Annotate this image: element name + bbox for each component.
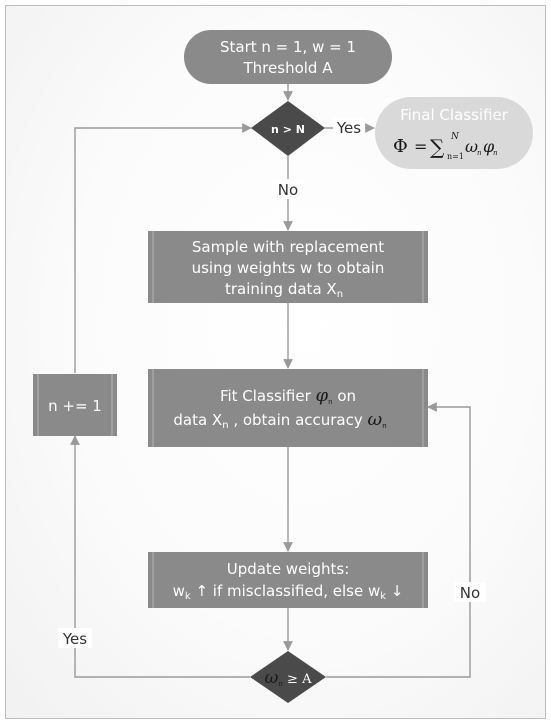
edge-increment-to-condition (74, 123, 252, 373)
formula-phi-sub: n (493, 149, 498, 157)
accuracy-omega: ω (265, 668, 279, 688)
formula-equals: = (414, 137, 427, 156)
update-line-2-d: ↓ (386, 582, 403, 600)
formula-omega: ω (465, 137, 478, 156)
fit-line-2-sub: n (222, 420, 228, 431)
condition-accuracy: ωn ≥ A (250, 651, 326, 703)
increment-node: n += 1 (33, 374, 117, 436)
update-line-2-c-sub: k (380, 591, 386, 602)
fit-omega-symbol: ω (368, 409, 383, 430)
sample-line-1: Sample with replacement (192, 238, 384, 256)
update-node: Update weights: wk ↑ if misclassified, e… (148, 552, 428, 608)
start-line-2: Threshold A (243, 59, 334, 77)
fit-line-1-suffix: on (333, 387, 356, 405)
final-classifier-node: Final Classifier Φ = ∑ N n=1 ω n φ n (375, 97, 533, 169)
formula-omega-sub: n (477, 149, 482, 157)
accuracy-rest: ≥ A (283, 672, 312, 687)
formula-sum-upper: N (450, 132, 460, 142)
fit-line-1: Fit Classifier φn on (220, 385, 356, 406)
fit-omega-sub: n (382, 422, 386, 430)
edge-label-no-right: No (460, 584, 480, 602)
fit-line-2: data Xn , obtain accuracy ωn (173, 409, 386, 431)
edge-label-no-top: No (278, 181, 298, 199)
fit-phi-symbol: φ (316, 385, 329, 406)
sample-line-3-text: training data X (225, 280, 337, 298)
fit-line-2-middle: , obtain accuracy (229, 411, 368, 429)
fit-line-2-prefix: data X (173, 411, 222, 429)
condition-accuracy-label: ωn ≥ A (265, 668, 313, 688)
edge-accuracy-to-fit (326, 402, 471, 678)
edge-label-yes-bottom: Yes (62, 630, 87, 648)
update-line-2-a: w (173, 582, 185, 600)
formula-phi-lower: φ (483, 137, 495, 156)
formula-sum: ∑ (430, 135, 445, 159)
fit-node: Fit Classifier φn on data Xn , obtain ac… (148, 369, 428, 447)
accuracy-omega-sub: n (278, 680, 283, 688)
edge-label-yes-top: Yes (336, 119, 361, 137)
update-line-2-a-sub: k (185, 591, 191, 602)
formula-sum-lower: n=1 (447, 152, 464, 161)
formula-phi-upper: Φ (393, 136, 408, 157)
increment-label: n += 1 (48, 397, 102, 415)
sample-line-3-sub: n (337, 289, 343, 300)
sample-line-2: using weights w to obtain (192, 259, 385, 277)
sample-line-3: training data Xn (225, 280, 343, 300)
edge-accuracy-to-increment (70, 435, 250, 678)
final-classifier-title: Final Classifier (400, 106, 509, 124)
start-line-1: Start n = 1, w = 1 (220, 38, 356, 56)
fit-line-1-prefix: Fit Classifier (220, 387, 316, 405)
fit-phi-sub: n (328, 398, 332, 406)
update-line-2-b: ↑ if misclassified, else w (191, 582, 381, 600)
update-line-2: wk ↑ if misclassified, else wk ↓ (173, 582, 404, 602)
edges (70, 84, 471, 678)
final-formula: Φ = ∑ N n=1 ω n φ n (393, 132, 498, 161)
update-line-1: Update weights: (227, 560, 350, 578)
sample-node: Sample with replacement using weights w … (148, 231, 428, 303)
condition-n-greater-n: n > N (251, 101, 325, 156)
start-node: Start n = 1, w = 1 Threshold A (184, 30, 392, 84)
condition-n-label: n > N (271, 123, 305, 136)
